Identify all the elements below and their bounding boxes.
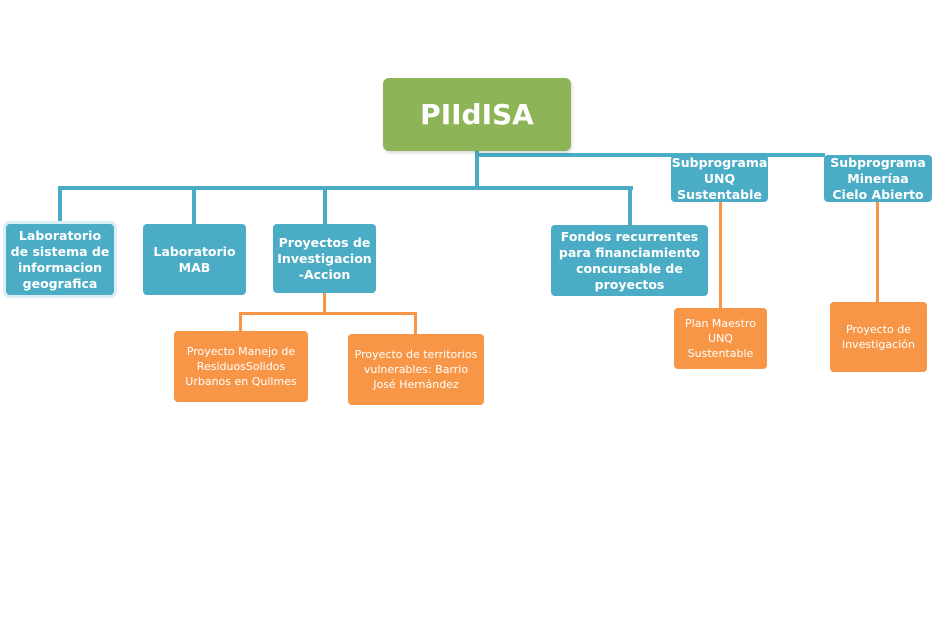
connector-root-down xyxy=(475,150,479,188)
connector-lab-mab xyxy=(192,186,196,226)
connector-lab-sig xyxy=(58,186,62,226)
node-territorios: Proyecto de territorios vulnerables: Bar… xyxy=(348,334,484,405)
connector-fondos xyxy=(628,186,632,226)
node-residuos: Proyecto Manejo de ResiduosSolidos Urban… xyxy=(174,331,308,402)
connector-proyectos-down xyxy=(323,293,326,314)
node-plan-maestro-label: Plan Maestro UNQ Sustentable xyxy=(685,317,756,360)
connector-main-horizontal xyxy=(58,186,633,190)
connector-plan-maestro xyxy=(719,202,722,308)
node-investigacion: Proyecto de investigación xyxy=(830,302,927,372)
node-lab-sig: Laboratorio de sistema de informacion ge… xyxy=(6,224,114,295)
connector-residuos xyxy=(239,312,242,332)
node-fondos: Fondos recurrentes para financiamiento c… xyxy=(551,225,708,296)
node-fondos-label: Fondos recurrentes para financiamiento c… xyxy=(558,228,701,292)
node-sub-unq: Subprograma UNQ Sustentable xyxy=(671,155,768,202)
node-sub-mineria-label: Subprograma Mineríaa Cielo Abierto xyxy=(830,154,926,202)
node-lab-sig-label: Laboratorio de sistema de informacion ge… xyxy=(10,227,110,291)
node-sub-mineria: Subprograma Mineríaa Cielo Abierto xyxy=(824,155,932,202)
node-residuos-label: Proyecto Manejo de ResiduosSolidos Urban… xyxy=(185,345,297,388)
connector-investigacion xyxy=(876,202,879,302)
node-investigacion-label: Proyecto de investigación xyxy=(842,323,915,351)
node-territorios-label: Proyecto de territorios vulnerables: Bar… xyxy=(354,348,478,391)
root-label: PIIdISA xyxy=(420,98,534,131)
node-proyectos-ia-label: Proyectos de Investigacion -Accion xyxy=(277,234,372,282)
connector-orange-horizontal xyxy=(239,312,417,315)
root-node: PIIdISA xyxy=(383,78,571,151)
connector-sub-horizontal xyxy=(475,153,825,157)
node-proyectos-ia: Proyectos de Investigacion -Accion xyxy=(273,224,376,293)
connector-territorios xyxy=(414,312,417,334)
node-lab-mab: Laboratorio MAB xyxy=(143,224,246,295)
node-sub-unq-label: Subprograma UNQ Sustentable xyxy=(671,154,768,202)
node-lab-mab-label: Laboratorio MAB xyxy=(153,243,236,275)
connector-proyectos xyxy=(323,186,327,226)
node-plan-maestro: Plan Maestro UNQ Sustentable xyxy=(674,308,767,369)
